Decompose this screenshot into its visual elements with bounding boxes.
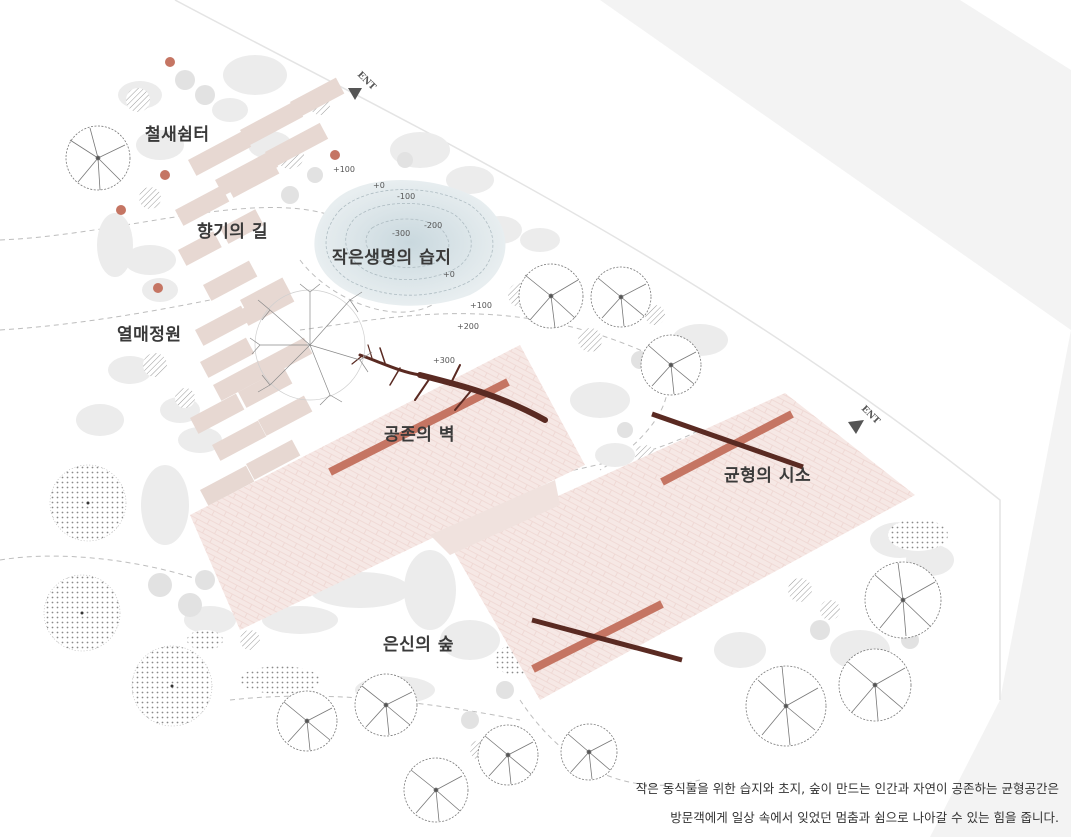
zone-label-balance-seesaw: 균형의 시소	[724, 466, 812, 486]
berry-dots	[116, 57, 340, 293]
level-label: +0	[373, 181, 385, 190]
entrance-right-arrow	[848, 420, 864, 434]
trees	[65, 125, 942, 823]
wetland-pond	[314, 180, 506, 306]
road-edge	[174, 0, 1001, 700]
road-right	[930, 330, 1071, 837]
level-label: +200	[457, 322, 479, 331]
level-label: -300	[392, 229, 411, 238]
entrance-top-arrow	[348, 88, 362, 100]
zone-label-wetland: 작은생명의 습지	[332, 248, 452, 268]
zone-label-coexist-wall: 공존의 벽	[384, 425, 455, 445]
level-label: +100	[470, 301, 492, 310]
brick-decks	[190, 345, 915, 700]
deck-upper	[190, 345, 585, 630]
zone-label-scent-path: 향기의 길	[197, 222, 268, 242]
zone-label-berry-garden: 열매정원	[117, 325, 182, 345]
deck-connector	[430, 480, 560, 555]
caption-line-2: 방문객에게 일상 속에서 잊었던 멈춤과 쉼으로 나아갈 수 있는 힘을 줍니다…	[670, 810, 1059, 825]
road-top	[175, 0, 1071, 330]
caption-line-1: 작은 동식물을 위한 습지와 초지, 숲이 만드는 인간과 자연이 공존하는 균…	[635, 781, 1059, 796]
level-label: +100	[333, 165, 355, 174]
level-label: +0	[443, 270, 455, 279]
level-label: -200	[424, 221, 443, 230]
deck-lower	[450, 393, 915, 700]
structures	[328, 378, 804, 673]
zone-label-hidden-forest: 은신의 숲	[383, 635, 454, 655]
level-label: +300	[433, 356, 455, 365]
level-label: -100	[397, 192, 416, 201]
feature-tree	[249, 283, 373, 406]
stippled-trees	[43, 464, 213, 727]
entrance-arrows	[348, 88, 864, 434]
zone-label-bird-shelter: 철새쉼터	[145, 125, 210, 145]
